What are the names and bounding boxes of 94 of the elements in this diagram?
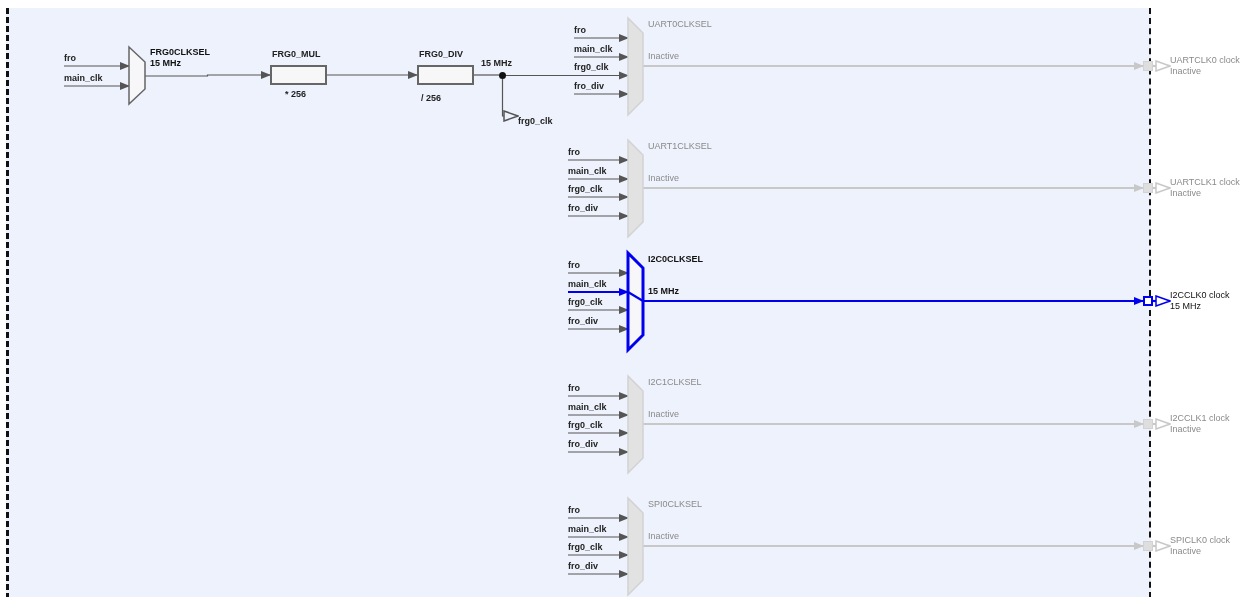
- mux-name: UART0CLKSEL: [648, 19, 712, 30]
- input-arrow: [567, 514, 629, 522]
- frequency-text: Inactive: [1170, 424, 1203, 435]
- input-label: frg0_clk: [574, 62, 609, 73]
- input-arrow: [567, 212, 629, 220]
- input-arrow: [567, 269, 629, 277]
- input-arrow: [567, 156, 629, 164]
- connector-arrow: [505, 71, 629, 80]
- input-arrow: [573, 34, 629, 42]
- input-label: fro: [568, 260, 580, 271]
- frequency-text: 15 MHz: [648, 286, 679, 297]
- connector-arrow: [501, 78, 519, 122]
- block-name: FRG0_DIV: [419, 49, 463, 60]
- input-label: fro: [568, 383, 580, 394]
- input-arrow: [567, 392, 629, 400]
- factor-text: / 256: [421, 93, 442, 104]
- input-label: main_clk: [568, 402, 607, 413]
- input-label: main_clk: [568, 279, 607, 290]
- connector-arrow: [1153, 182, 1171, 194]
- connector-arrow: [643, 420, 1144, 428]
- junction-dot: [499, 72, 506, 79]
- port-square: [1143, 296, 1153, 306]
- input-label: frg0_clk: [568, 297, 603, 308]
- frequency-text: Inactive: [648, 409, 680, 420]
- connector-arrow: [326, 71, 418, 79]
- mux-name: I2C1CLKSEL: [648, 377, 702, 388]
- output-name: UARTCLK1 clock: [1170, 177, 1240, 188]
- input-label: fro_div: [568, 203, 598, 214]
- port-square: [1143, 541, 1153, 551]
- connector-arrow: [643, 542, 1144, 550]
- output-name: UARTCLK0 clock: [1170, 55, 1240, 66]
- connector-arrow: [144, 71, 271, 79]
- input-arrow: [568, 288, 629, 296]
- factor-text: * 256: [285, 89, 307, 100]
- mux-name: UART1CLKSEL: [648, 141, 712, 152]
- input-arrow: [567, 570, 629, 578]
- input-arrow: [567, 429, 629, 437]
- frequency-text: Inactive: [1170, 546, 1203, 557]
- input-label: fro: [64, 53, 76, 64]
- input-label: frg0_clk: [568, 184, 603, 195]
- mux-name: I2C0CLKSEL: [648, 254, 703, 265]
- frequency-text: Inactive: [1170, 66, 1203, 77]
- input-label: fro: [574, 25, 586, 36]
- input-arrow: [567, 175, 629, 183]
- port-square: [1143, 61, 1153, 71]
- input-arrow: [567, 325, 629, 333]
- input-label: fro_div: [568, 316, 598, 327]
- mux-name: FRG0CLKSEL: [150, 47, 210, 58]
- input-label: main_clk: [568, 166, 607, 177]
- block-name: FRG0_MUL: [272, 49, 321, 60]
- multiplexer-symbol: [129, 47, 145, 104]
- signal-name: frg0_clk: [518, 116, 553, 126]
- connector-arrow: [643, 184, 1144, 192]
- frequency-text: Inactive: [648, 531, 680, 542]
- port-square: [1143, 419, 1153, 429]
- input-arrow: [567, 551, 629, 559]
- input-label: fro_div: [568, 561, 598, 572]
- input-arrow: [567, 411, 629, 419]
- connector-arrow: [643, 62, 1144, 70]
- frequency-text: Inactive: [648, 173, 680, 184]
- output-name: I2CCLK1 clock: [1170, 413, 1230, 424]
- connector-arrow: [643, 297, 1144, 305]
- frequency-text: 15 MHz: [150, 58, 181, 69]
- input-label: frg0_clk: [568, 420, 603, 431]
- frequency-text: Inactive: [1170, 188, 1203, 199]
- input-arrow: [63, 82, 130, 90]
- input-arrow: [567, 306, 629, 314]
- mux-name: SPI0CLKSEL: [648, 499, 703, 510]
- connector-arrow: [1153, 60, 1171, 72]
- input-label: frg0_clk: [568, 542, 603, 553]
- frequency-text: Inactive: [648, 51, 680, 62]
- frequency-text: 15 MHz: [481, 58, 512, 69]
- connector-arrow: [1153, 418, 1171, 430]
- input-arrow: [567, 193, 629, 201]
- input-arrow: [567, 533, 629, 541]
- input-arrow: [567, 448, 629, 456]
- input-arrow: [573, 53, 629, 61]
- input-label: fro_div: [574, 81, 604, 92]
- output-name: SPICLK0 clock: [1170, 535, 1231, 546]
- frequency-text: 15 MHz: [1170, 301, 1202, 312]
- output-name: I2CCLK0 clock: [1170, 290, 1230, 301]
- input-arrow: [63, 62, 130, 70]
- divider-block: [417, 65, 474, 85]
- connector-arrow: [1153, 295, 1171, 307]
- input-label: main_clk: [568, 524, 607, 535]
- input-arrow: [573, 90, 629, 98]
- input-label: main_clk: [574, 44, 613, 55]
- input-label: fro_div: [568, 439, 598, 450]
- input-label: fro: [568, 505, 580, 516]
- divider-block: [270, 65, 327, 85]
- connector-arrow: [1153, 540, 1171, 552]
- input-label: fro: [568, 147, 580, 158]
- input-label: main_clk: [64, 73, 103, 84]
- port-square: [1143, 183, 1153, 193]
